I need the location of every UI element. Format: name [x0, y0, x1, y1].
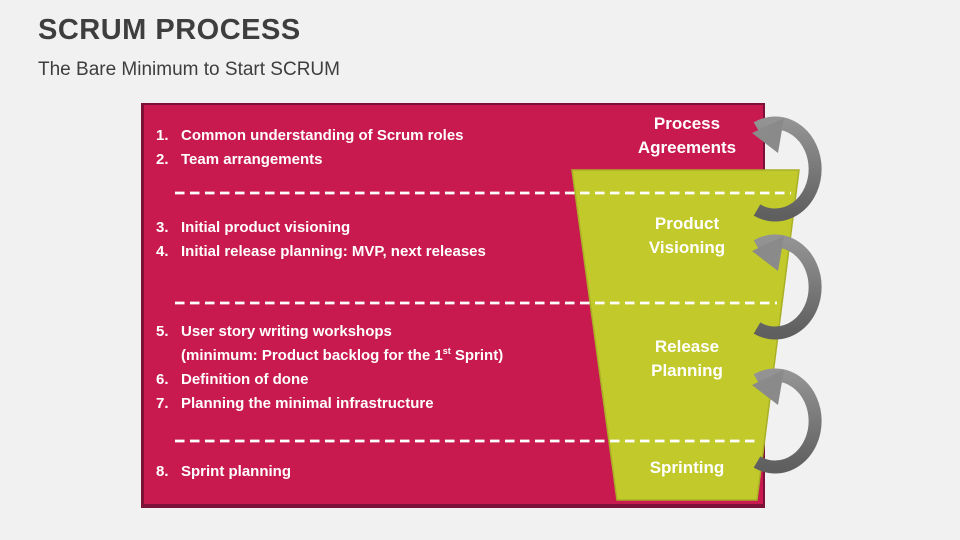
page-title: SCRUM PROCESS	[38, 14, 301, 46]
list-item-number: 7.	[156, 395, 169, 412]
list-item-text: Initial product visioning	[181, 219, 351, 236]
stage-label-product-visioning: Product Visioning	[649, 212, 725, 260]
list-item-number: 3.	[156, 219, 169, 236]
stage-label-line: Agreements	[637, 138, 737, 157]
list-item-number: 1.	[156, 127, 169, 144]
stage-label-process-agreements: Process Agreements	[638, 112, 736, 160]
list-item-text: Planning the minimal infrastructure	[181, 395, 434, 412]
stage-label-line: Release	[654, 337, 720, 356]
list-item-number: 6.	[156, 371, 169, 388]
list-item-number: 4.	[156, 243, 169, 260]
list-item-line2-post: Sprint)	[450, 347, 504, 364]
page-subtitle: The Bare Minimum to Start SCRUM	[38, 59, 340, 80]
list-item: 4. Initial release planning: MVP, next r…	[156, 240, 486, 264]
list-item-text: Team arrangements	[181, 151, 323, 168]
list-item: 2. Team arrangements	[156, 148, 322, 172]
list-item-number: 8.	[156, 463, 169, 480]
list-item-number: 2.	[156, 151, 169, 168]
loop-arrow-arc	[753, 234, 822, 340]
list-item-text: Initial release planning: MVP, next rele…	[181, 243, 486, 260]
list-item-text: Definition of done	[181, 371, 309, 388]
stage-label-sprinting: Sprinting	[650, 456, 725, 480]
list-item: 1. Common understanding of Scrum roles	[156, 124, 464, 148]
list-item: 3. Initial product visioning	[156, 216, 350, 240]
ordinal-superscript: st	[442, 346, 451, 356]
stage-label-line: Planning	[651, 361, 723, 380]
stage-label-line: Visioning	[648, 238, 726, 257]
list-item: 6. Definition of done	[156, 368, 308, 392]
stage-label-line: Product	[654, 214, 720, 233]
list-item-text: Sprint planning	[181, 463, 291, 480]
list-item: 5. User story writing workshops (minimum:…	[156, 320, 503, 368]
list-item-line2-pre: (minimum: Product backlog for the 1	[181, 347, 443, 364]
list-item: 8. Sprint planning	[156, 460, 291, 484]
list-item-number: 5.	[156, 323, 169, 340]
list-item-line1: User story writing workshops	[181, 323, 392, 340]
stage-label-release-planning: Release Planning	[651, 335, 723, 383]
list-item-text: User story writing workshops (minimum: Pr…	[181, 320, 503, 368]
loop-arrow-arc	[753, 116, 822, 222]
list-item: 7. Planning the minimal infrastructure	[156, 392, 434, 416]
stage-label-line: Process	[653, 114, 721, 133]
list-item-text: Common understanding of Scrum roles	[181, 127, 464, 144]
stage-label-line: Sprinting	[649, 458, 725, 477]
process-panel: 1. Common understanding of Scrum roles 2…	[141, 103, 765, 508]
loop-arrow-arc	[753, 368, 822, 474]
